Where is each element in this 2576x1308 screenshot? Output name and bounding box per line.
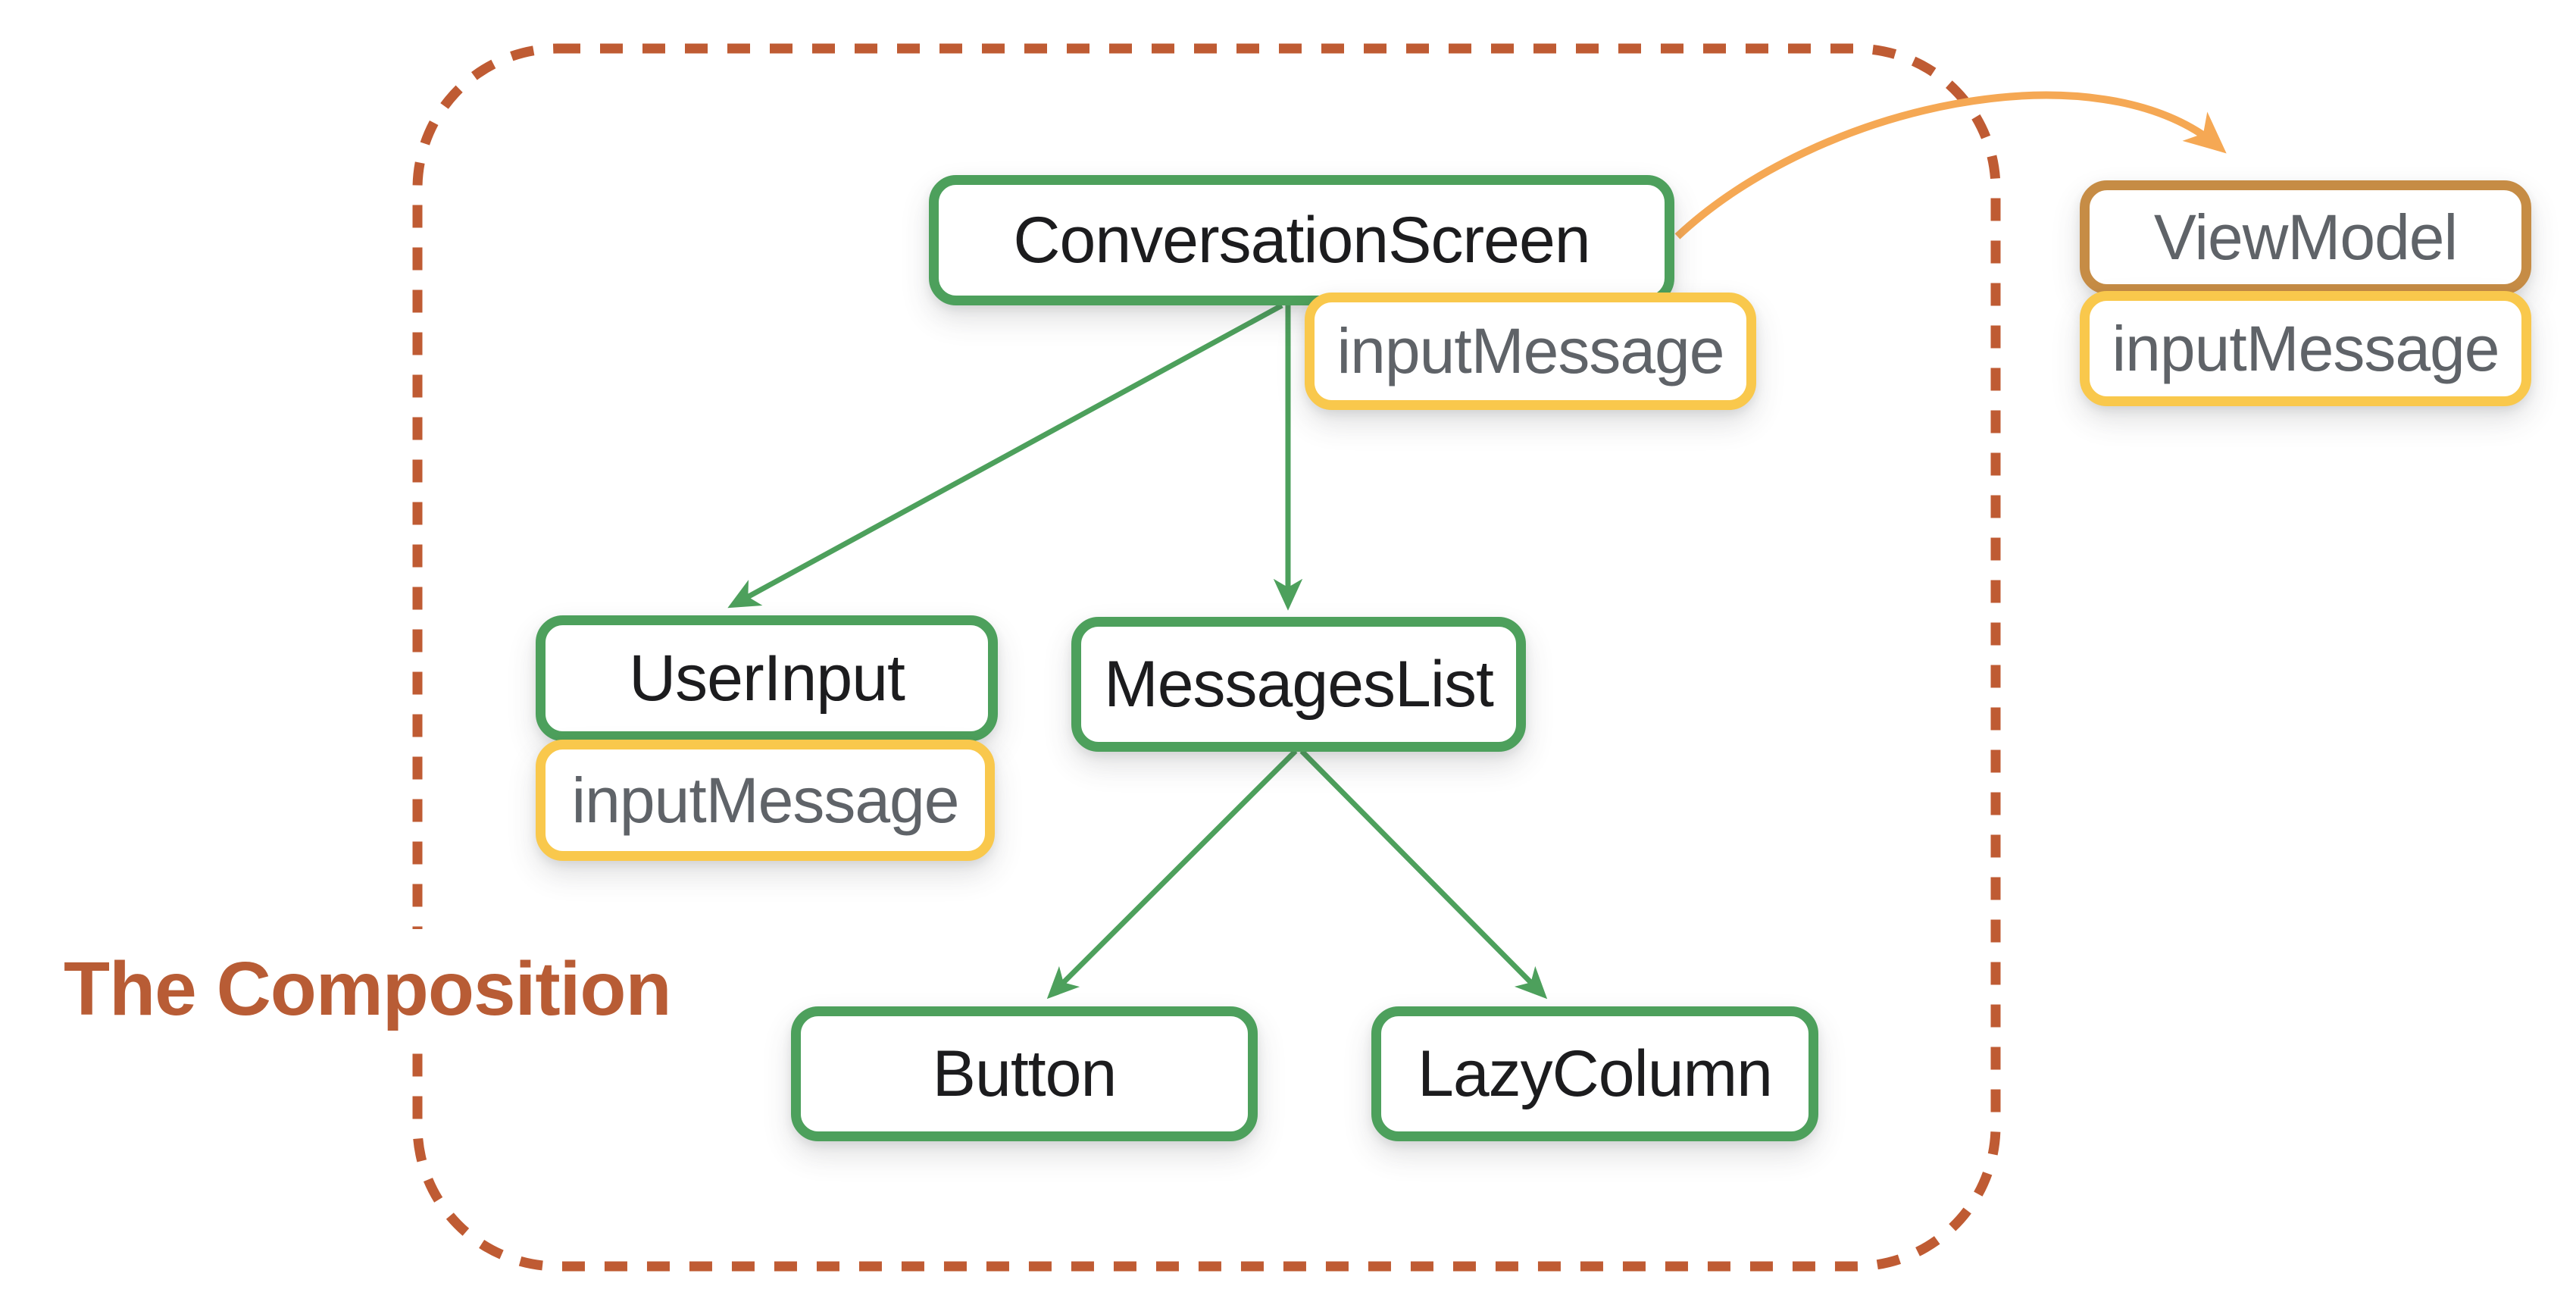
state-badge-viewmodel: inputMessage [2080, 291, 2531, 406]
composition-boundary [412, 43, 2001, 1272]
node-messageslist-label: MessagesList [1104, 647, 1494, 721]
state-badge-label: inputMessage [571, 764, 960, 836]
node-lazycolumn-label: LazyColumn [1418, 1037, 1773, 1110]
composition-title: The Composition [44, 929, 691, 1050]
node-button-label: Button [932, 1037, 1118, 1110]
edge-conversationscreen-userinput [727, 302, 1283, 609]
node-conversationscreen: ConversationScreen [929, 175, 1674, 305]
edge-messageslist-lazycolumn [1299, 749, 1548, 1000]
node-userinput-label: UserInput [629, 641, 905, 715]
edge-conversationscreen-viewmodel [1674, 91, 2227, 239]
node-messageslist: MessagesList [1071, 617, 1526, 752]
node-button: Button [791, 1006, 1258, 1141]
state-badge-conversationscreen: inputMessage [1305, 293, 1756, 410]
node-userinput: UserInput [536, 615, 998, 741]
state-badge-label: inputMessage [1336, 315, 1725, 386]
node-viewmodel: ViewModel [2080, 180, 2531, 294]
state-badge-label: inputMessage [2112, 312, 2500, 384]
node-lazycolumn: LazyColumn [1371, 1006, 1818, 1141]
state-badge-userinput: inputMessage [536, 740, 995, 861]
node-viewmodel-label: ViewModel [2153, 201, 2458, 273]
edge-messageslist-button [1046, 749, 1298, 1000]
node-conversationscreen-label: ConversationScreen [1013, 203, 1590, 277]
